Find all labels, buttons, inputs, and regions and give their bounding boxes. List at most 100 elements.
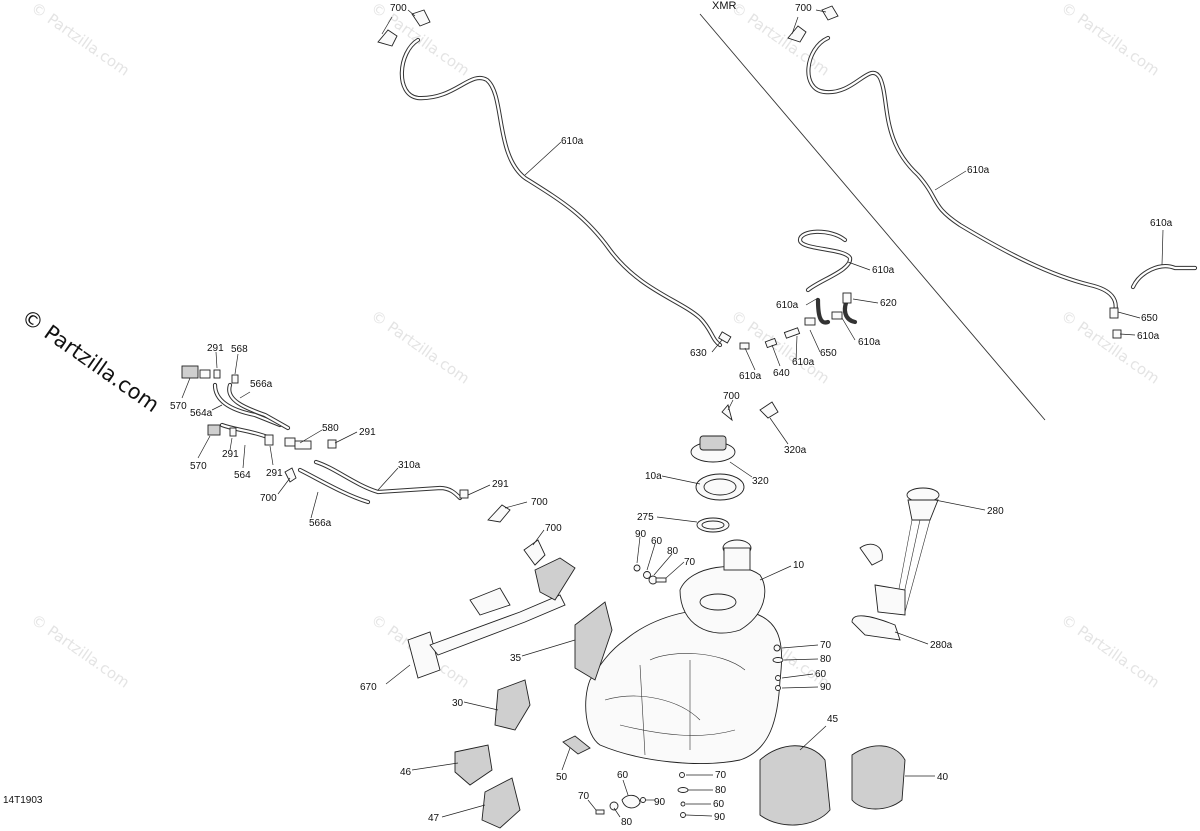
callout-label: 320a [784,445,807,456]
fuel-cap-assembly [690,401,779,533]
guard-40 [851,745,906,810]
vent-hose-short-right [1130,264,1198,290]
callout-label: 320 [752,476,769,487]
clip-700 [377,29,398,47]
callout-label: 700 [545,523,562,534]
callout-label: 566a [250,379,273,390]
callout-label: 568 [231,344,248,355]
callout-label: 60 [713,799,725,810]
callout-label: 60 [651,536,663,547]
heat-shield-47 [481,777,521,829]
mounting-bracket-670 [407,539,576,679]
callout-label: 700 [723,391,740,402]
heat-shield-35 [574,601,613,681]
callout-label: 90 [654,797,666,808]
callout-label: 46 [400,767,412,778]
callout-label: 10 [793,560,805,571]
callout-label: 564 [234,470,251,481]
callout-label: 610a [792,357,815,368]
callout-label: 610a [561,136,584,147]
watermark-layer: © Partzilla.com © Partzilla.com © Partzi… [17,0,1163,692]
callout-label: 610a [1137,331,1160,342]
callout-label: 80 [715,785,727,796]
callout-label: 90 [714,812,726,823]
callout-label: 564a [190,408,213,419]
callout-label: 610a [776,300,799,311]
callout-label: 30 [452,698,464,709]
side-watermark: © Partzilla.com [17,304,164,417]
fuel-tank [585,539,783,764]
watermark: © Partzilla.com [28,611,133,692]
callout-label: 70 [684,557,696,568]
callout-label: 670 [360,682,377,693]
variant-label: XMR [712,0,737,12]
vent-hose-left [399,37,723,348]
clip-700 [787,25,807,43]
callout-label: 60 [815,669,827,680]
leader-lines [181,9,1164,818]
callout-label: 700 [795,3,812,14]
callout-label: 700 [260,493,277,504]
callout-label: 40 [937,772,949,783]
callout-label: 291 [266,468,283,479]
callout-label: 291 [492,479,509,490]
callout-label: 45 [827,714,839,725]
callout-label: 630 [690,348,707,359]
callout-label: 310a [398,460,421,471]
callout-label: 90 [635,529,647,540]
callout-label: 70 [820,640,832,651]
callout-label: 10a [645,471,662,482]
fuel-pump-module [851,487,940,641]
callout-label: 610a [967,165,990,176]
callout-label: 291 [207,343,224,354]
fuel-hose-assembly-left [181,365,511,523]
callout-label: 280a [930,640,953,651]
callout-label: 80 [621,817,633,828]
callout-label: 610a [872,265,895,276]
heat-shield-30 [494,679,531,731]
callout-label: 35 [510,653,522,664]
watermark: © Partzilla.com [1058,0,1163,80]
guard-45 [759,745,831,826]
callout-label: 60 [617,770,629,781]
callout-label: 640 [773,368,790,379]
clip-700 [821,5,839,21]
watermark: © Partzilla.com [728,0,833,80]
vent-hose-right [806,35,1118,315]
callout-label: 291 [222,449,239,460]
watermark: © Partzilla.com [368,307,473,388]
callout-label: 610a [858,337,881,348]
callout-label: 70 [578,791,590,802]
callout-label: 566a [309,518,332,529]
callout-label: 291 [359,427,376,438]
callout-label: 580 [322,423,339,434]
heat-shield-46 [454,744,493,786]
callout-label: 80 [667,546,679,557]
clip-700 [411,9,431,27]
callout-label: 610a [739,371,762,382]
callout-label: 620 [880,298,897,309]
callout-label: 700 [531,497,548,508]
xmr-divider-line [699,13,1046,421]
callout-label: 275 [637,512,654,523]
callout-label: 570 [170,401,187,412]
callout-label: 700 [390,3,407,14]
callout-label: 650 [820,348,837,359]
callout-label: 610a [1150,218,1173,229]
callout-label: 280 [987,506,1004,517]
strap-50 [562,735,591,755]
callout-label: 90 [820,682,832,693]
watermark: © Partzilla.com [1058,611,1163,692]
vent-hose-mid [797,229,853,293]
callout-label: 570 [190,461,207,472]
callout-label: 50 [556,772,568,783]
callout-labels: 700 700 610a 610a 610a 610a 610a 610a 61… [170,3,1173,828]
watermark: © Partzilla.com [28,0,133,80]
callout-label: 70 [715,770,727,781]
callout-label: 47 [428,813,440,824]
diagram-code: 14T1903 [3,795,43,806]
callout-label: 80 [820,654,832,665]
callout-label: 650 [1141,313,1158,324]
